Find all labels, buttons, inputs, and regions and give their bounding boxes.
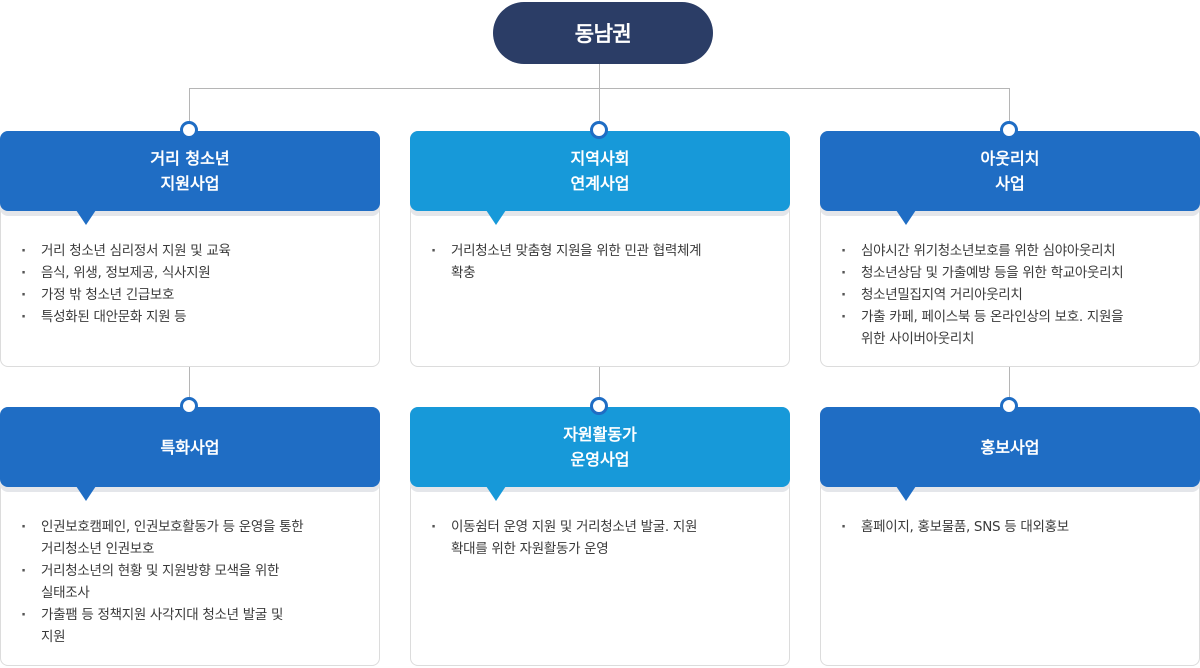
connector-node [590,397,608,415]
connector-node [1000,397,1018,415]
card-body: 거리 청소년 심리정서 지원 및 교육 음식, 위생, 정보제공, 식사지원 가… [21,240,367,328]
list-item: 거리청소년 맞춤형 지원을 위한 민관 협력체계 확충 [431,240,777,284]
connector-node [180,121,198,139]
card-header: 아웃리치 사업 [820,131,1200,225]
card-title: 홍보사업 [980,437,1040,457]
root-node: 동남권 [493,2,713,64]
card-body: 거리청소년 맞춤형 지원을 위한 민관 협력체계 확충 [431,240,777,284]
connector-root-down [599,64,600,88]
card-header: 지역사회 연계사업 [410,131,790,225]
list-item: 청소년밀집지역 거리아웃리치 [841,284,1187,306]
card-body: 홈페이지, 홍보물품, SNS 등 대외홍보 [841,516,1187,538]
card-title: 특화사업 [160,437,220,457]
list-item: 이동쉼터 운영 지원 및 거리청소년 발굴. 지원 확대를 위한 자원활동가 운… [431,516,777,560]
connector-left-down [189,88,190,132]
connector-node [180,397,198,415]
list-item: 거리청소년의 현황 및 지원방향 모색을 위한 실태조사 [21,560,367,604]
list-item: 홈페이지, 홍보물품, SNS 등 대외홍보 [841,516,1187,538]
root-label: 동남권 [574,22,632,46]
list-item: 특성화된 대안문화 지원 등 [21,306,367,328]
connector-middle-row [599,366,600,408]
card-promotion: 홍보사업 홈페이지, 홍보물품, SNS 등 대외홍보 [820,397,1200,666]
connector-left-row [189,366,190,408]
card-header: 홍보사업 [820,407,1200,501]
card-header: 거리 청소년 지원사업 [0,131,380,225]
card-body: 인권보호캠페인, 인권보호활동가 등 운영을 통한 거리청소년 인권보호 거리청… [21,516,367,648]
card-title: 지역사회 연계사업 [570,149,630,193]
card-title: 거리 청소년 지원사업 [150,149,230,193]
list-item: 거리 청소년 심리정서 지원 및 교육 [21,240,367,262]
list-item: 심야시간 위기청소년보호를 위한 심야아웃리치 [841,240,1187,262]
card-header: 특화사업 [0,407,380,501]
list-item: 음식, 위생, 정보제공, 식사지원 [21,262,367,284]
connector-right-down [1009,88,1010,132]
card-body: 심야시간 위기청소년보호를 위한 심야아웃리치 청소년상담 및 가출예방 등을 … [841,240,1187,350]
card-title: 자원활동가 운영사업 [563,425,637,469]
connector-middle-down [599,88,600,132]
list-item: 가출 카페, 페이스북 등 온라인상의 보호. 지원을 위한 사이버아웃리치 [841,306,1187,350]
card-volunteer: 자원활동가 운영사업 이동쉼터 운영 지원 및 거리청소년 발굴. 지원 확대를… [410,397,790,666]
card-header: 자원활동가 운영사업 [410,407,790,501]
card-street-youth: 거리 청소년 지원사업 거리 청소년 심리정서 지원 및 교육 음식, 위생, … [0,121,380,367]
card-community: 지역사회 연계사업 거리청소년 맞춤형 지원을 위한 민관 협력체계 확충 [410,121,790,367]
connector-node [590,121,608,139]
connector-node [1000,121,1018,139]
list-item: 가정 밖 청소년 긴급보호 [21,284,367,306]
list-item: 인권보호캠페인, 인권보호활동가 등 운영을 통한 거리청소년 인권보호 [21,516,367,560]
card-body: 이동쉼터 운영 지원 및 거리청소년 발굴. 지원 확대를 위한 자원활동가 운… [431,516,777,560]
card-special: 특화사업 인권보호캠페인, 인권보호활동가 등 운영을 통한 거리청소년 인권보… [0,397,380,666]
connector-right-row [1009,366,1010,408]
list-item: 가출팸 등 정책지원 사각지대 청소년 발굴 및 지원 [21,604,367,648]
card-outreach: 아웃리치 사업 심야시간 위기청소년보호를 위한 심야아웃리치 청소년상담 및 … [820,121,1200,367]
card-title: 아웃리치 사업 [980,149,1040,193]
list-item: 청소년상담 및 가출예방 등을 위한 학교아웃리치 [841,262,1187,284]
